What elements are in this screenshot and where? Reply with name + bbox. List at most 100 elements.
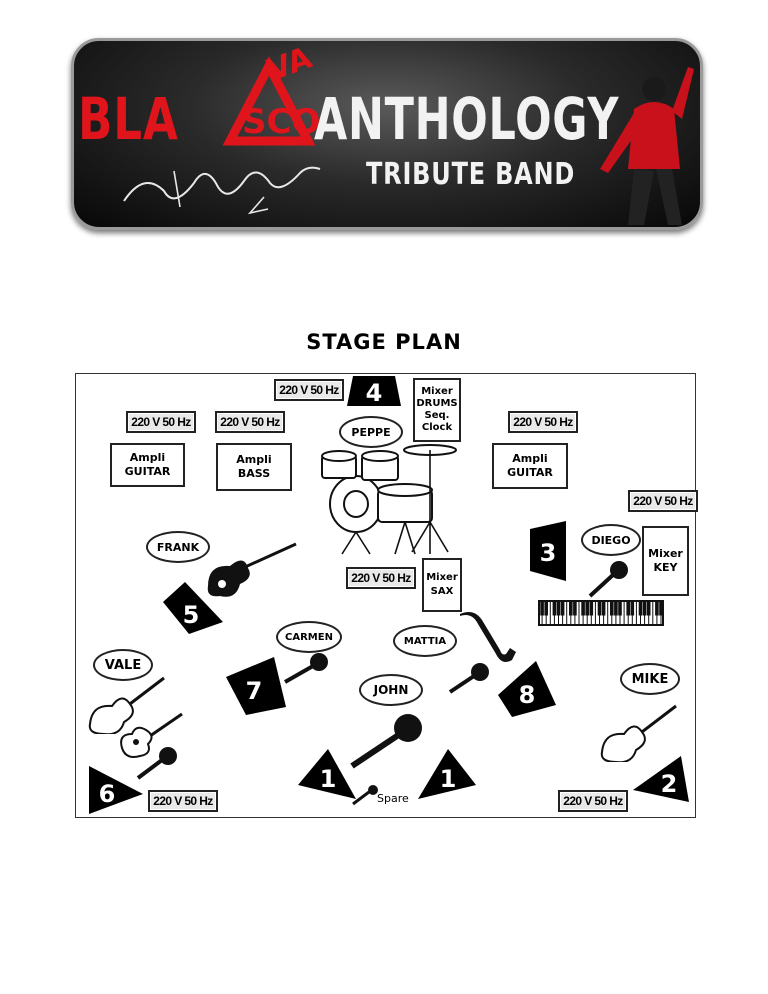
microphone-icon [350, 714, 422, 769]
spare-label: Spare [377, 792, 409, 805]
keyboard-black-key [659, 601, 663, 616]
ampli-guitar-right-box: Ampli GUITAR [492, 443, 568, 489]
power-outlet: 220 V 50 Hz [274, 379, 344, 401]
electric-guitar-icon [88, 676, 165, 734]
keyboard-black-key [614, 601, 618, 616]
keyboard-black-key [630, 601, 635, 616]
mixer-key-box: Mixer KEY [642, 526, 689, 596]
monitor-number: 3 [540, 539, 557, 567]
monitor-number: 1 [440, 765, 457, 793]
monitor-number: 4 [366, 379, 383, 406]
svg-text:VA: VA [263, 41, 317, 89]
box-line: Mixer [426, 572, 458, 583]
keyboard-black-key [585, 601, 590, 616]
keyboard-black-key [610, 601, 614, 616]
band-banner: BLA VA SCO ANTHOLOGY TRIBUTE BAND [71, 38, 703, 230]
ampli-guitar-left-box: Ampli GUITAR [110, 443, 185, 487]
box-line: Clock [421, 422, 453, 433]
monitor-8: 8 [498, 661, 556, 717]
power-outlet: 220 V 50 Hz [346, 567, 416, 589]
saxophone-icon [460, 612, 516, 662]
keyboard-black-key [573, 601, 577, 616]
power-outlet: 220 V 50 Hz [558, 790, 628, 812]
musician-frank: FRANK [146, 531, 210, 563]
box-line: SAX [430, 586, 454, 597]
stage-plan-title: STAGE PLAN [306, 330, 462, 354]
box-line: GUITAR [124, 465, 171, 478]
keyboard-black-key [618, 601, 622, 616]
monitor-6: 6 [89, 766, 143, 814]
musician-mattia: MATTIA [393, 625, 457, 657]
power-outlet: 220 V 50 Hz [215, 411, 285, 433]
keyboard-black-key [638, 601, 643, 616]
monitor-number: 2 [661, 770, 678, 798]
tribute-band-text: TRIBUTE BAND [366, 157, 576, 192]
monitor-4: 4 [347, 376, 401, 406]
monitor-number: 6 [99, 780, 116, 808]
keyboard-black-key [597, 601, 602, 616]
musician-peppe: PEPPE [339, 416, 403, 448]
keyboard-black-key [581, 601, 585, 616]
power-outlet: 220 V 50 Hz [148, 790, 218, 812]
keyboard-icon [538, 600, 664, 626]
stage-area: 220 V 50 Hz 220 V 50 Hz 220 V 50 Hz 220 … [75, 373, 698, 818]
box-line: Ampli [129, 451, 166, 464]
monitor-1-right: 1 [418, 749, 476, 799]
monitor-2: 2 [633, 756, 689, 802]
logo-bla-text: BLA [78, 85, 179, 153]
box-line: Ampli [512, 452, 548, 465]
microphone-icon [588, 561, 628, 598]
electric-guitar-icon [600, 704, 677, 762]
musician-diego: DIEGO [581, 524, 641, 556]
monitor-5: 5 [163, 582, 223, 634]
microphone-icon [448, 663, 489, 694]
keyboard-black-key [642, 601, 647, 616]
microphone-icon [352, 785, 378, 806]
box-line: Mixer [421, 386, 453, 397]
keyboard-black-key [589, 601, 594, 616]
musician-mike: MIKE [620, 663, 680, 695]
keyboard-black-key [626, 601, 631, 616]
monitor-number: 8 [519, 681, 536, 709]
monitor-3: 3 [530, 521, 566, 581]
power-outlet: 220 V 50 Hz [126, 411, 196, 433]
keyboard-black-key [540, 601, 544, 616]
keyboard-black-key [560, 601, 565, 616]
keyboard-black-key [601, 601, 606, 616]
drum-kit-icon [321, 444, 457, 555]
signature-image [123, 166, 321, 215]
monitor-number: 5 [183, 601, 200, 629]
keyboard-black-key [552, 601, 557, 616]
monitor-1-left: 1 [298, 749, 356, 799]
microphone-icon [284, 653, 328, 684]
monitor-number: 7 [246, 677, 263, 705]
bass-guitar-icon [207, 542, 297, 597]
box-line: BASS [237, 467, 271, 480]
musician-carmen: CARMEN [276, 621, 342, 653]
box-line: GUITAR [507, 466, 553, 479]
keyboard-black-key [556, 601, 561, 616]
box-line: Seq. [424, 410, 450, 421]
keyboard-black-key [655, 601, 659, 616]
acoustic-guitar-icon [120, 712, 183, 758]
keyboard-black-key [569, 601, 573, 616]
mixer-sax-box: Mixer SAX [422, 558, 462, 612]
box-line: Ampli [236, 453, 272, 466]
ampli-bass-box: Ampli BASS [216, 443, 292, 491]
box-line: KEY [653, 561, 678, 574]
musician-john: JOHN [359, 674, 423, 706]
box-line: Mixer [648, 547, 683, 560]
power-outlet: 220 V 50 Hz [508, 411, 578, 433]
power-outlet: 220 V 50 Hz [628, 490, 698, 512]
box-line: DRUMS [416, 398, 458, 409]
microphone-icon [136, 747, 177, 780]
monitor-number: 1 [320, 765, 337, 793]
keyboard-black-key [646, 601, 651, 616]
musician-vale: VALE [93, 649, 153, 681]
svg-text:SCO: SCO [242, 102, 320, 142]
keyboard-black-key [544, 601, 548, 616]
monitor-7: 7 [226, 657, 286, 715]
mixer-drums-box: Mixer DRUMS Seq. Clock [413, 378, 461, 442]
singer-image [600, 67, 694, 225]
logo-anthology-text: ANTHOLOGY [314, 85, 620, 153]
